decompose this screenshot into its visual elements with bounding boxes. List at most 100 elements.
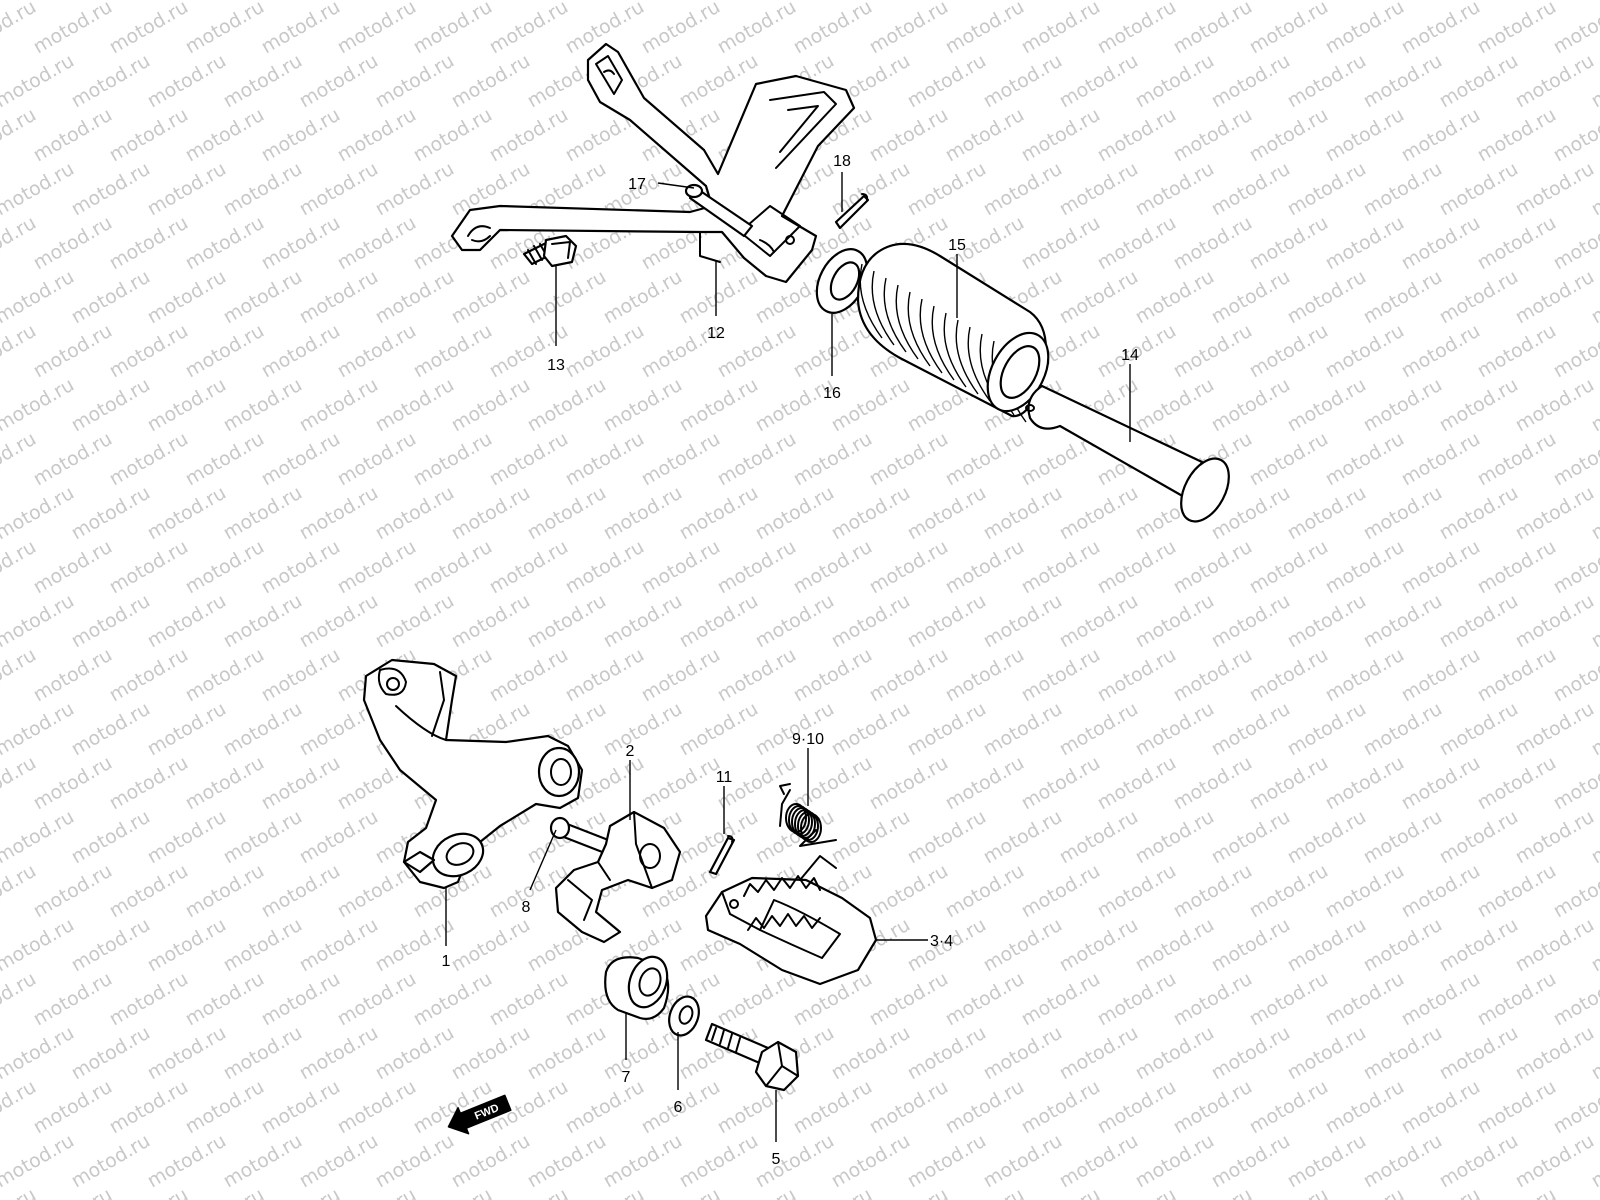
watermark-text: motod.ru (714, 0, 800, 58)
watermark-text: motod.ru (30, 968, 116, 1031)
watermark-text: motod.ru (714, 536, 800, 599)
watermark-text: motod.ru (182, 0, 268, 58)
watermark-text: motod.ru (30, 212, 116, 275)
watermark-text: motod.ru (106, 644, 192, 707)
watermark-text: motod.ru (486, 536, 572, 599)
watermark-text: motod.ru (106, 1184, 192, 1200)
watermark-text: motod.ru (1550, 644, 1600, 707)
watermark-text: motod.ru (0, 1022, 78, 1085)
watermark-text: motod.ru (1246, 968, 1332, 1031)
watermark-text: motod.ru (68, 50, 154, 113)
watermark-text: motod.ru (1398, 212, 1484, 275)
watermark-text: motod.ru (372, 158, 458, 221)
watermark-text: motod.ru (866, 0, 952, 58)
watermark-text: motod.ru (1056, 698, 1142, 761)
watermark-text: motod.ru (182, 644, 268, 707)
watermark-text: motod.ru (904, 698, 990, 761)
watermark-text: motod.ru (448, 50, 534, 113)
watermark-text: motod.ru (942, 104, 1028, 167)
watermark-text: motod.ru (1246, 644, 1332, 707)
watermark-text: motod.ru (1056, 1022, 1142, 1085)
watermark-text: motod.ru (68, 914, 154, 977)
part-7-collar (604, 955, 670, 1020)
watermark-text: motod.ru (30, 752, 116, 815)
watermark-text: motod.ru (0, 158, 78, 221)
watermark-text: motod.ru (1018, 968, 1104, 1031)
part-6-washer (668, 995, 700, 1037)
watermark-text: motod.ru (296, 806, 382, 869)
watermark-text: motod.ru (258, 212, 344, 275)
watermark-text: motod.ru (258, 752, 344, 815)
watermark-text: motod.ru (1170, 0, 1256, 58)
watermark-text: motod.ru (524, 1130, 610, 1193)
watermark-text: motod.ru (980, 158, 1066, 221)
watermark-text: motod.ru (790, 428, 876, 491)
watermark-text: motod.ru (1360, 50, 1446, 113)
watermark-text: motod.ru (942, 968, 1028, 1031)
watermark-text: motod.ru (1474, 212, 1560, 275)
watermark-text: motod.ru (220, 698, 306, 761)
callout-13: 13 (547, 357, 565, 374)
watermark-text: motod.ru (942, 644, 1028, 707)
watermark-text: motod.ru (1360, 806, 1446, 869)
watermark-text: motod.ru (144, 590, 230, 653)
watermark-text: motod.ru (1170, 536, 1256, 599)
watermark-text: motod.ru (106, 0, 192, 58)
watermark-text: motod.ru (1170, 1184, 1256, 1200)
watermark-text: motod.ru (486, 104, 572, 167)
watermark-text: motod.ru (1512, 590, 1598, 653)
watermark-text: motod.ru (752, 482, 838, 545)
watermark-text: motod.ru (828, 1130, 914, 1193)
watermark-text: motod.ru (752, 374, 838, 437)
watermark-text: motod.ru (1474, 1184, 1560, 1200)
watermark-text: motod.ru (1246, 104, 1332, 167)
watermark-text: motod.ru (1094, 860, 1180, 923)
watermark-text: motod.ru (752, 0, 838, 4)
watermark-text: motod.ru (676, 482, 762, 545)
watermark-text: motod.ru (30, 536, 116, 599)
watermark-text: motod.ru (182, 1076, 268, 1139)
watermark-text: motod.ru (448, 914, 534, 977)
watermark-text: motod.ru (410, 428, 496, 491)
watermark-text: motod.ru (1132, 1022, 1218, 1085)
watermark-text: motod.ru (220, 1022, 306, 1085)
watermark-text: motod.ru (1208, 590, 1294, 653)
watermark-text: motod.ru (1018, 1184, 1104, 1200)
watermark-text: motod.ru (1018, 1076, 1104, 1139)
part-5-bolt (704, 1022, 800, 1092)
watermark-text: motod.ru (1208, 806, 1294, 869)
watermark-text: motod.ru (1398, 0, 1484, 58)
watermark-text: motod.ru (980, 1130, 1066, 1193)
watermark-text: motod.ru (1550, 0, 1600, 58)
watermark-text: motod.ru (1056, 806, 1142, 869)
watermark-text: motod.ru (1094, 536, 1180, 599)
watermark-text: motod.ru (68, 698, 154, 761)
callout-labels: 17 18 12 13 16 15 14 2 11 9·10 1 8 3·4 7… (442, 153, 1139, 1168)
watermark-text: motod.ru (296, 914, 382, 977)
watermark-text: motod.ru (144, 374, 230, 437)
watermark-text: motod.ru (1284, 590, 1370, 653)
watermark-text: motod.ru (258, 536, 344, 599)
watermark-text: motod.ru (220, 482, 306, 545)
watermark-text: motod.ru (1436, 158, 1522, 221)
watermark-text: motod.ru (486, 1184, 572, 1200)
watermark-text: motod.ru (296, 590, 382, 653)
watermark-text: motod.ru (0, 590, 78, 653)
watermark-text: motod.ru (1436, 374, 1522, 437)
watermark-text: motod.ru (1436, 806, 1522, 869)
watermark-text: motod.ru (1208, 1022, 1294, 1085)
watermark-text: motod.ru (1512, 374, 1598, 437)
watermark-text: motod.ru (68, 374, 154, 437)
watermark-text: motod.ru (1132, 0, 1218, 4)
watermark-text: motod.ru (486, 968, 572, 1031)
watermark-text: motod.ru (524, 482, 610, 545)
watermark-text: motod.ru (68, 0, 154, 4)
watermark-text: motod.ru (942, 1076, 1028, 1139)
watermark-text: motod.ru (866, 860, 952, 923)
watermark-text: motod.ru (1550, 968, 1600, 1031)
watermark-text: motod.ru (676, 590, 762, 653)
watermark-text: motod.ru (182, 212, 268, 275)
watermark-text: motod.ru (1360, 158, 1446, 221)
watermark-text: motod.ru (1360, 1022, 1446, 1085)
